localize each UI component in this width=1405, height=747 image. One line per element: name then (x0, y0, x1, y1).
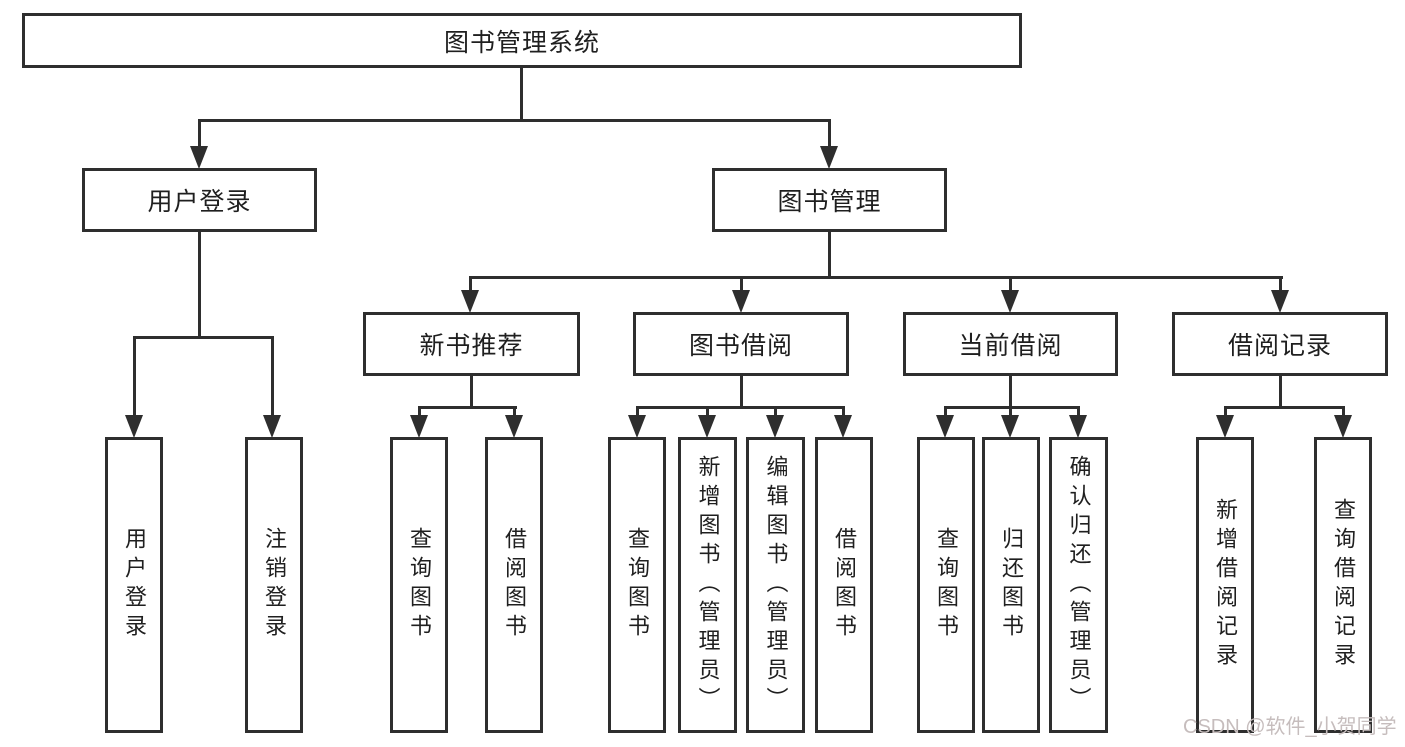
connector-drop-book-borrow (740, 276, 743, 292)
leaf-borrow-book-recommend: 借阅图书 (485, 437, 543, 733)
arrowhead-book-mgmt (820, 146, 838, 169)
csdn-watermark: CSDN @软件_小贺同学 (1183, 716, 1397, 738)
arrowhead-g5-1 (1216, 415, 1234, 438)
arrowhead-leaf-logout (263, 415, 281, 438)
connector-drop-leaf-logout (271, 336, 274, 417)
connector-bar-borrow-records (1224, 406, 1344, 409)
leaf-query-book-current: 查询图书 (917, 437, 975, 733)
arrowhead-g3-3 (766, 415, 784, 438)
arrowhead-leaf-user-login (125, 415, 143, 438)
connector-drop-g3-1 (636, 406, 639, 418)
leaf-return-book: 归还图书 (982, 437, 1040, 733)
connector-stem-book-borrow (740, 375, 743, 408)
arrowhead-borrow-records (1271, 290, 1289, 313)
leaf-query-book-borrowing: 查询图书 (608, 437, 666, 733)
connector-drop-g3-2 (706, 406, 709, 418)
leaf-edit-book-admin: 编辑图书（管理员） (746, 437, 805, 733)
connector-drop-g5-2 (1342, 406, 1345, 418)
connector-drop-g3-4 (842, 406, 845, 418)
connector-bar-current-borrow (944, 406, 1080, 409)
connector-stem-borrow-records (1279, 375, 1282, 408)
connector-drop-g3-3 (774, 406, 777, 418)
connector-drop-g2-2 (513, 406, 516, 418)
connector-drop-user-login (198, 119, 201, 148)
connector-stem-current-borrow (1009, 375, 1012, 408)
connector-drop-g5-1 (1224, 406, 1227, 418)
node-library-system: 图书管理系统 (22, 13, 1022, 68)
node-book-borrowing: 图书借阅 (633, 312, 849, 376)
arrowhead-g3-4 (834, 415, 852, 438)
connector-bar-new-book (418, 406, 517, 409)
connector-stem-new-book (470, 375, 473, 408)
arrowhead-g5-2 (1334, 415, 1352, 438)
connector-bar-book-borrow (636, 406, 845, 409)
arrowhead-g2-1 (410, 415, 428, 438)
arrowhead-g4-2 (1001, 415, 1019, 438)
connector-level2-bar (469, 276, 1283, 279)
connector-mgmt-stem (828, 232, 831, 278)
connector-level1-bar (198, 119, 831, 122)
connector-user-stem (198, 232, 201, 337)
leaf-add-book-admin: 新增图书（管理员） (678, 437, 737, 733)
connector-drop-g4-1 (944, 406, 947, 418)
connector-root-stem (520, 68, 523, 119)
node-user-login-branch: 用户登录 (82, 168, 317, 232)
connector-drop-current-borrow (1009, 276, 1012, 292)
node-current-borrowing: 当前借阅 (903, 312, 1118, 376)
connector-drop-g4-3 (1077, 406, 1080, 418)
connector-drop-borrow-records (1279, 276, 1282, 292)
leaf-add-borrow-record: 新增借阅记录 (1196, 437, 1254, 733)
connector-drop-new-book (469, 276, 472, 292)
connector-drop-g4-2 (1009, 406, 1012, 418)
node-book-management: 图书管理 (712, 168, 947, 232)
leaf-query-book-recommend: 查询图书 (390, 437, 448, 733)
arrowhead-g4-3 (1069, 415, 1087, 438)
arrowhead-book-borrow (732, 290, 750, 313)
arrowhead-g3-1 (628, 415, 646, 438)
arrowhead-g4-1 (936, 415, 954, 438)
connector-drop-book-mgmt (828, 119, 831, 148)
connector-drop-g2-1 (418, 406, 421, 418)
leaf-borrow-book: 借阅图书 (815, 437, 873, 733)
leaf-user-login: 用户登录 (105, 437, 163, 733)
arrowhead-g3-2 (698, 415, 716, 438)
arrowhead-g2-2 (505, 415, 523, 438)
arrowhead-current-borrow (1001, 290, 1019, 313)
arrowhead-user-login (190, 146, 208, 169)
connector-user-bar (133, 336, 274, 339)
arrowhead-new-book (461, 290, 479, 313)
leaf-confirm-return-admin: 确认归还（管理员） (1049, 437, 1108, 733)
leaf-query-borrow-record: 查询借阅记录 (1314, 437, 1372, 733)
leaf-logout: 注销登录 (245, 437, 303, 733)
node-new-book-recommendation: 新书推荐 (363, 312, 580, 376)
node-borrowing-records: 借阅记录 (1172, 312, 1388, 376)
connector-drop-leaf-user-login (133, 336, 136, 417)
